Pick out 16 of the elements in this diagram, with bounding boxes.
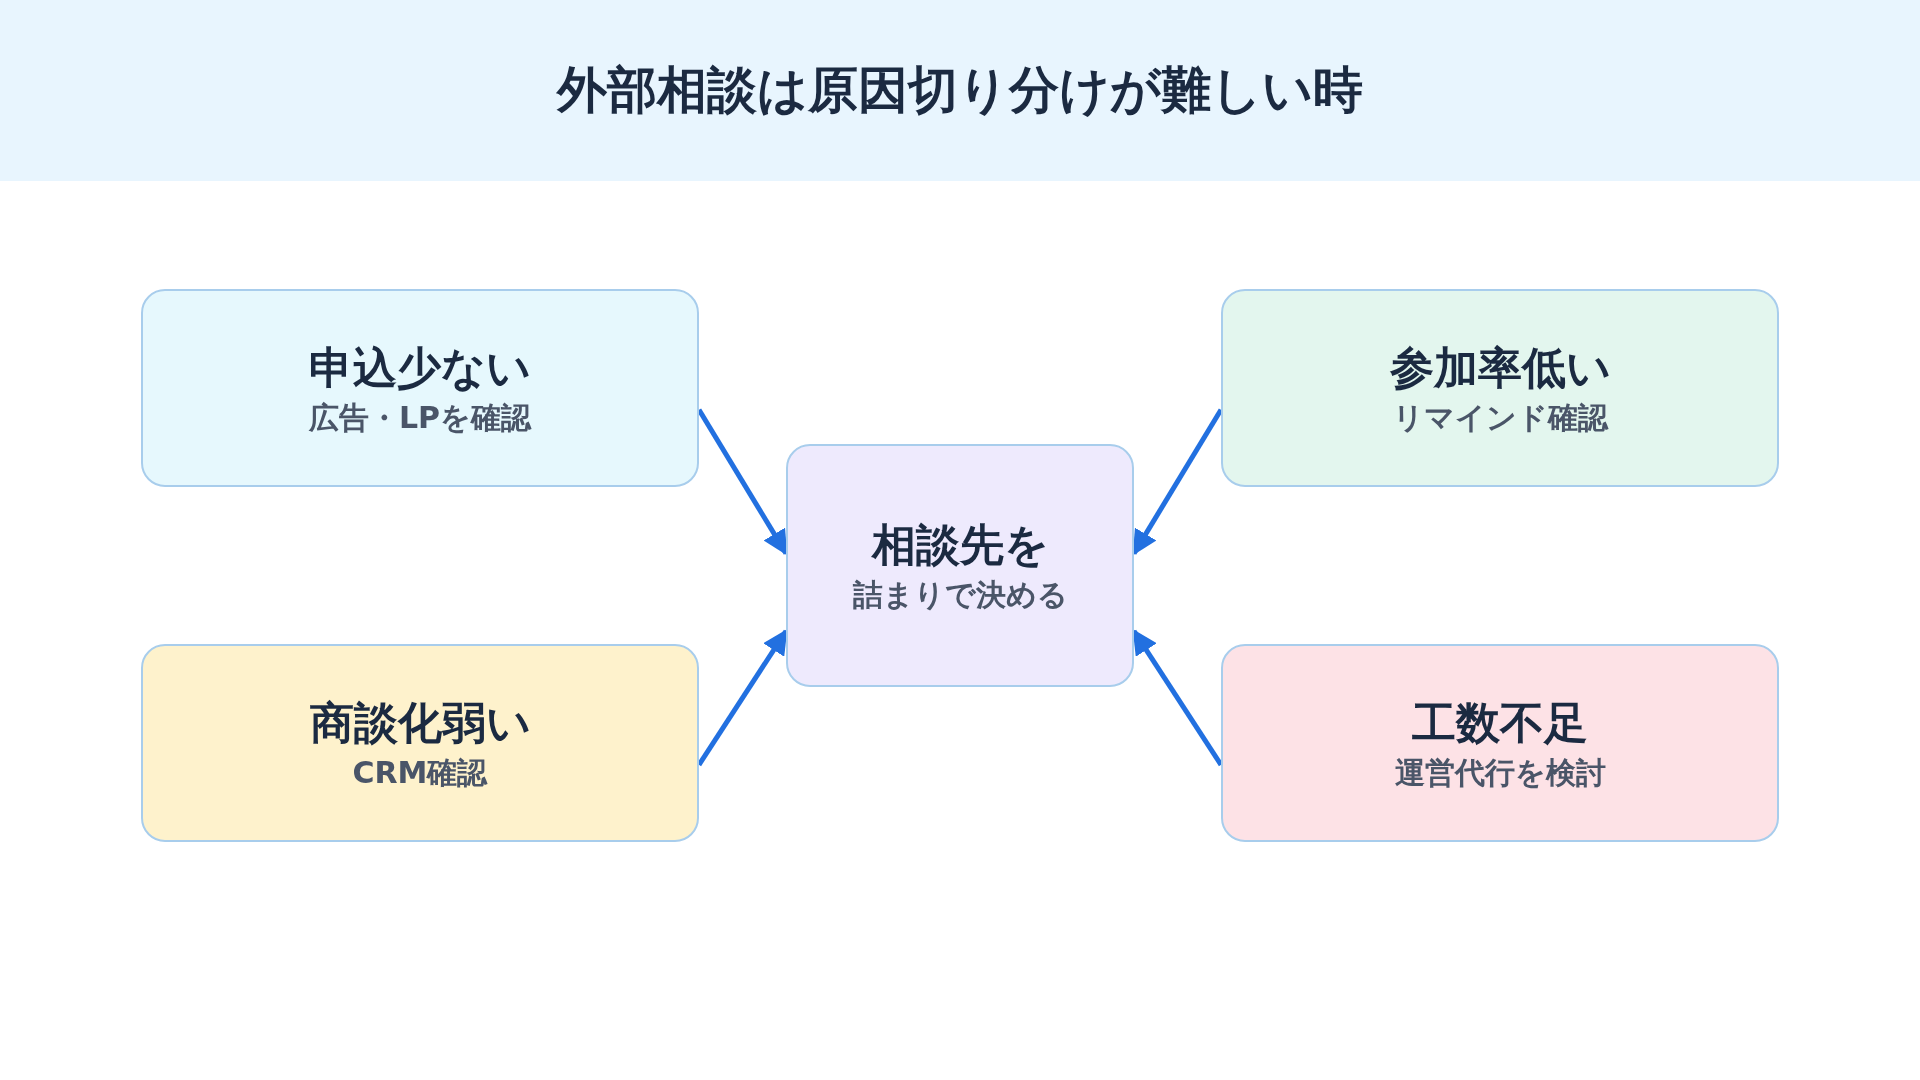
box-subtext: 詰まりで決める — [852, 576, 1068, 614]
box-heading: 申込少ない — [309, 340, 531, 395]
cause-box — [1221, 289, 1779, 487]
box-subtext: リマインド確認 — [1392, 398, 1608, 437]
box-subtext: 運営代行を検討 — [1394, 753, 1606, 792]
box-subtext: CRM確認 — [352, 753, 488, 792]
box-heading: 工数不足 — [1412, 695, 1588, 750]
cause-box — [141, 644, 699, 842]
box-subtext: 広告・LPを確認 — [308, 398, 532, 437]
box-heading: 相談先を — [871, 518, 1049, 573]
cause-box — [1221, 644, 1779, 842]
center-box — [786, 444, 1134, 687]
box-heading: 参加率低い — [1389, 340, 1611, 395]
box-heading: 商談化弱い — [309, 695, 531, 750]
title: 外部相談は原因切り分けが難しい時 — [557, 60, 1363, 121]
cause-box — [141, 289, 699, 487]
